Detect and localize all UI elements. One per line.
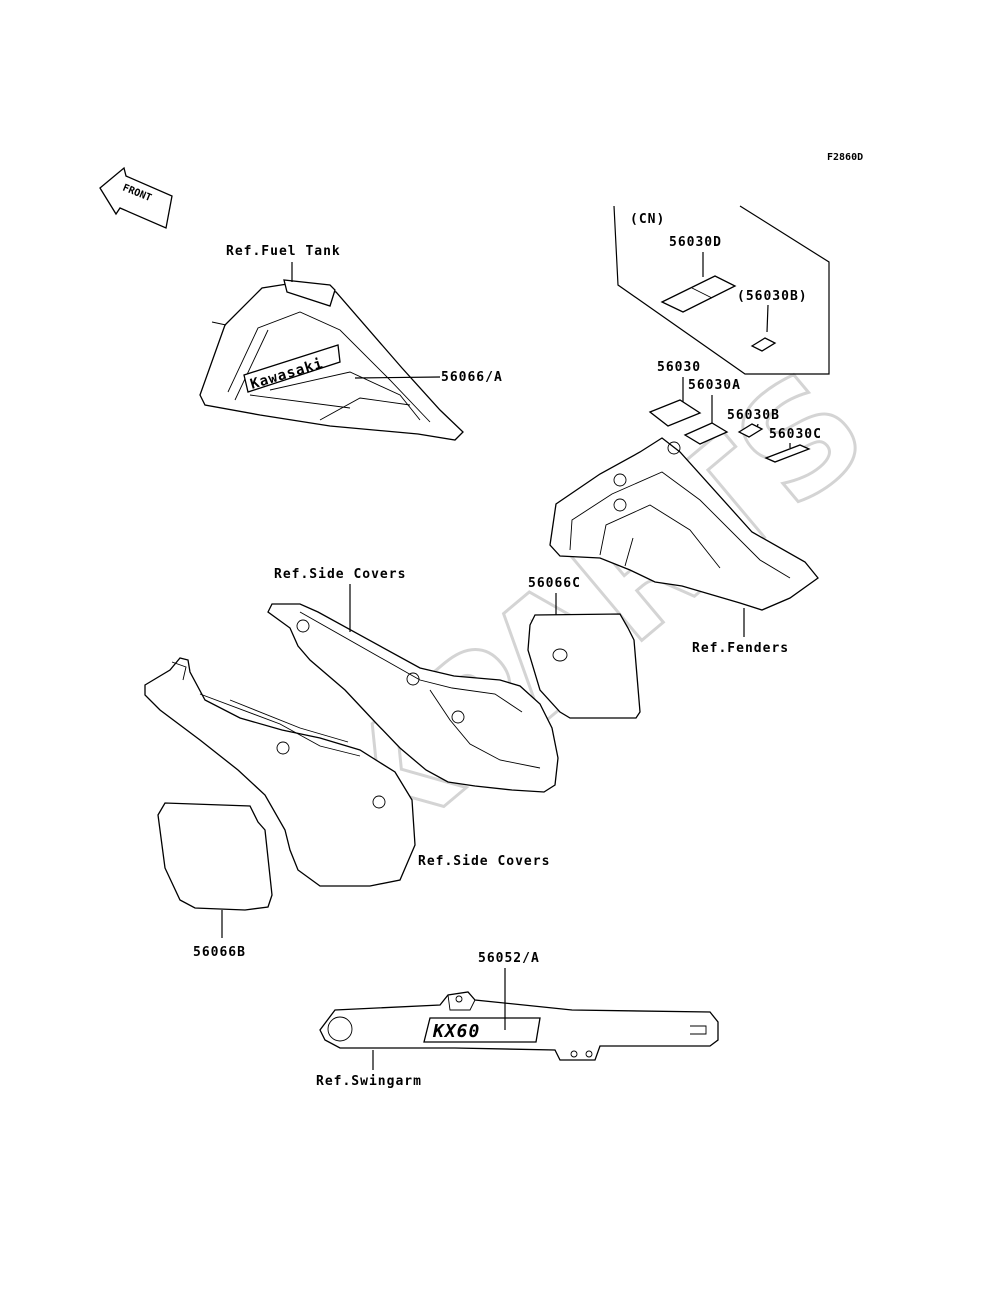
- ref-side-covers-bottom-label: Ref.Side Covers: [418, 854, 550, 869]
- part-56030d-label: 56030D: [669, 235, 722, 250]
- decal-56030a: [683, 422, 729, 445]
- decal-56030: [648, 399, 702, 427]
- decal-56030d: [660, 275, 737, 313]
- ref-side-covers-top-label: Ref.Side Covers: [274, 567, 406, 582]
- part-56030b-cn-label: (56030B): [737, 289, 808, 304]
- front-arrow-icon: FRONT: [99, 166, 173, 229]
- swingarm: KX60: [319, 991, 719, 1061]
- part-56030c-label: 56030C: [769, 427, 822, 442]
- part-56066b-label: 56066B: [193, 945, 246, 960]
- decal-56030c: [764, 444, 811, 463]
- part-56052a-label: 56052/A: [478, 951, 540, 966]
- decal-56066b: [157, 802, 273, 911]
- decal-56030b: [737, 423, 764, 438]
- ref-fuel-tank-label: Ref.Fuel Tank: [226, 244, 341, 259]
- part-56066a-label: 56066/A: [441, 370, 503, 385]
- ref-fenders-label: Ref.Fenders: [692, 641, 789, 656]
- part-56066c-label: 56066C: [528, 576, 581, 591]
- side-cover-left: [144, 657, 416, 887]
- part-56030b-label: 56030B: [727, 408, 780, 423]
- swingarm-logo-text: KX60: [432, 1021, 480, 1042]
- fuel-tank-shroud: Kawasaki: [199, 279, 464, 441]
- cn-region-label: (CN): [630, 212, 665, 227]
- decal-56030b-cn: [750, 337, 777, 352]
- rear-fender: [549, 437, 819, 611]
- cn-region-box: [613, 205, 830, 375]
- figure-code: F2860D: [827, 152, 863, 163]
- side-cover-right: [267, 603, 559, 793]
- decal-56066c: [527, 613, 641, 719]
- ref-swingarm-label: Ref.Swingarm: [316, 1074, 422, 1089]
- part-56030-label: 56030: [657, 360, 701, 375]
- part-56030a-label: 56030A: [688, 378, 741, 393]
